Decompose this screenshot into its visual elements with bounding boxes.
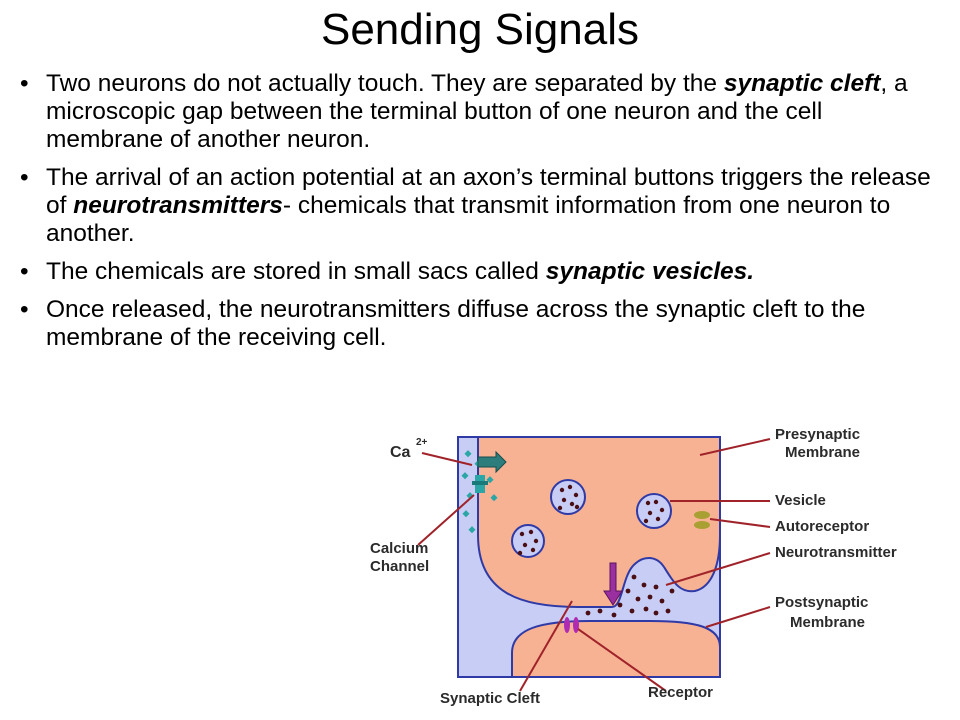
key-term: synaptic vesicles.	[545, 258, 755, 285]
label-pointers	[417, 438, 771, 692]
bullet-text: The chemicals are stored in small sacs c…	[46, 258, 546, 285]
label-postsynaptic-membrane: Membrane	[790, 614, 865, 631]
calcium-channel	[472, 475, 488, 493]
bullet-text: , a microscopic gap between the terminal…	[46, 70, 908, 153]
bullet-text: Two neurons do not actually touch. They …	[46, 70, 724, 97]
label-presynaptic-membrane: Membrane	[785, 444, 860, 461]
bullet-item: • The chemicals are stored in small sacs…	[18, 258, 943, 286]
bullet-dot: •	[20, 258, 29, 285]
label-receptor: Receptor	[648, 684, 713, 701]
bullet-text: Once released, the neurotransmitters dif…	[46, 296, 866, 351]
synapse-diagram: Ca 2+ Calcium Channel Presynaptic Membra…	[370, 426, 897, 707]
key-term: synaptic cleft	[723, 70, 881, 97]
label-calcium-ion: Ca	[390, 444, 411, 461]
receptor-shape	[564, 617, 579, 633]
key-term: neurotransmitters	[73, 192, 283, 219]
label-calcium-charge: 2+	[416, 437, 428, 448]
vesicle-contents	[517, 484, 665, 556]
label-presynaptic-membrane: Presynaptic	[775, 426, 860, 443]
slide-title: Sending Signals	[320, 5, 639, 54]
bullet-dot: •	[20, 70, 29, 97]
calcium-influx-arrow	[477, 450, 507, 474]
vesicle	[550, 479, 586, 515]
bullet-dot: •	[20, 164, 29, 191]
neurotransmitter-dots	[585, 574, 675, 618]
bullet-text: The arrival of an action potential at an…	[46, 164, 931, 219]
label-neurotransmitter: Neurotransmitter	[775, 544, 897, 561]
postsynaptic-cell	[511, 620, 721, 678]
autoreceptor-shape	[694, 511, 710, 529]
label-vesicle: Vesicle	[775, 492, 826, 509]
label-synaptic-cleft: Synaptic Cleft	[440, 690, 540, 707]
bullet-list: • Two neurons do not actually touch. The…	[18, 70, 943, 362]
bullet-text: - chemicals that transmit information fr…	[46, 192, 891, 247]
label-postsynaptic-membrane: Postsynaptic	[775, 594, 868, 611]
bullet-item: • Once released, the neurotransmitters d…	[18, 296, 943, 352]
vesicle	[636, 493, 672, 529]
bullet-item: • Two neurons do not actually touch. The…	[18, 70, 943, 154]
label-calcium-channel: Calcium	[370, 540, 428, 557]
label-calcium-channel: Channel	[370, 558, 429, 575]
release-arrow	[603, 562, 623, 606]
presynaptic-terminal	[477, 436, 721, 608]
label-autoreceptor: Autoreceptor	[775, 518, 869, 535]
bullet-item: • The arrival of an action potential at …	[18, 164, 943, 248]
vesicle	[511, 524, 545, 558]
bullet-dot: •	[20, 296, 29, 323]
